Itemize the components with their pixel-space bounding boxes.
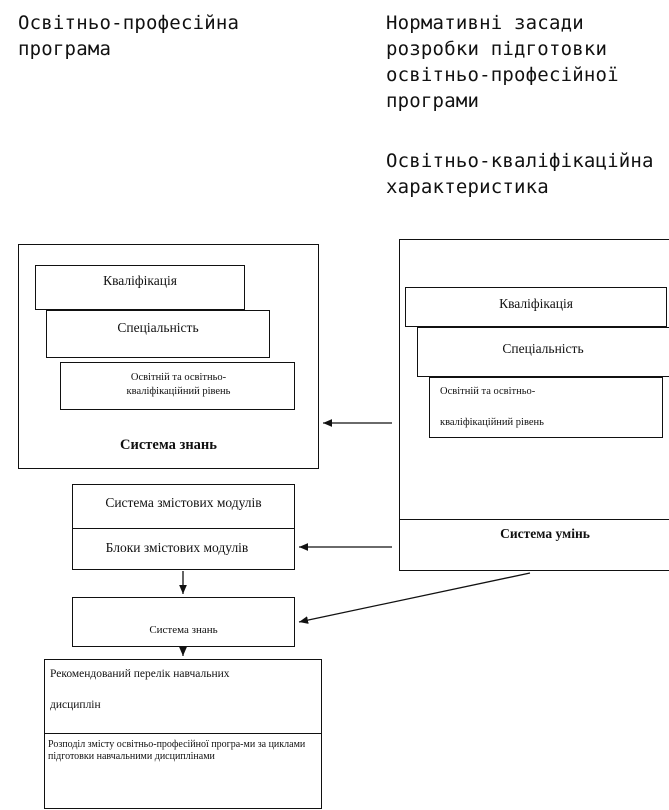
modules-blocks-label: Блоки змістових модулів — [105, 540, 249, 555]
modules-box — [72, 484, 295, 570]
knowledge-box: Система знань — [72, 597, 295, 647]
disciplines-line1: Рекомендований перелік навчальних — [50, 668, 230, 680]
left-level-box: Освітній та освітньо-кваліфікаційний рів… — [60, 362, 295, 410]
left-qualification-label: Кваліфікація — [103, 273, 177, 288]
disciplines-line2: дисциплін — [50, 699, 101, 711]
right-qualification-box: Кваліфікація — [405, 287, 667, 327]
right-qualification-label: Кваліфікація — [499, 296, 573, 311]
right-panel-caption: Система умінь — [500, 526, 590, 541]
disciplines-divider — [44, 733, 322, 734]
right-specialty-box: Спеціальність — [417, 327, 669, 377]
left-panel-caption: Система знань — [120, 437, 217, 453]
left-specialty-label: Спеціальність — [117, 320, 199, 335]
right-level-line1: Освітній та освітньо- — [440, 386, 536, 397]
left-level-label: Освітній та освітньо-кваліфікаційний рів… — [126, 372, 231, 397]
right-panel-divider — [399, 519, 669, 520]
heading-right-sub: Освітньо-кваліфікаційна характеристика — [386, 150, 654, 198]
disciplines-box — [44, 659, 322, 809]
modules-divider — [72, 528, 295, 529]
modules-system-label: Система змістових модулів — [105, 495, 262, 510]
heading-right-top: Нормативні засади розробки підготовки ос… — [386, 12, 619, 112]
heading-left: Освітньо-професійна програма — [18, 12, 240, 60]
right-level-box: Освітній та освітньо- кваліфікаційний рі… — [429, 377, 663, 438]
left-qualification-box: Кваліфікація — [35, 265, 245, 310]
knowledge-label: Система знань — [149, 624, 218, 636]
right-specialty-label: Спеціальність — [502, 341, 584, 356]
left-specialty-box: Спеціальність — [46, 310, 270, 358]
distribution-label: Розподіл змісту освітньо-професійної про… — [48, 739, 306, 762]
right-level-line2: кваліфікаційний рівень — [440, 417, 544, 428]
arrow-skills-to-knowledge — [298, 572, 531, 624]
